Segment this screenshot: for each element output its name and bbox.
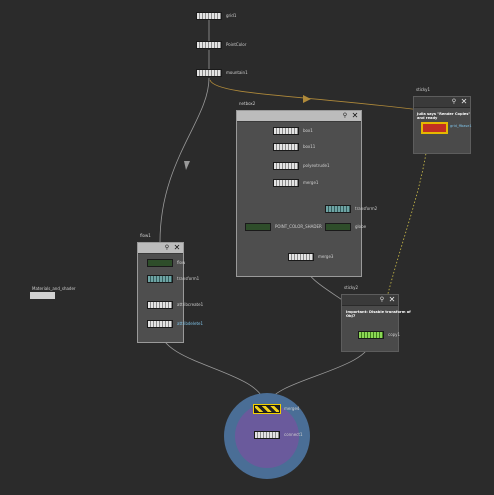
wire-dotted-tile-copy (377, 139, 429, 334)
pin-icon[interactable]: ⚲ (451, 98, 457, 105)
pin-icon[interactable]: ⚲ (164, 244, 170, 251)
flow-label: flow (177, 260, 186, 265)
materials-node[interactable] (30, 292, 55, 299)
flow1-titlebar[interactable]: ⚲ ✕ (138, 243, 183, 254)
grid-tile-node[interactable] (421, 122, 448, 134)
sticky1-text-line1: Julia says "Render Copies" (417, 112, 471, 116)
mountain-label: mountain1 (226, 70, 248, 75)
merge-label: merge1 (303, 180, 319, 185)
merge-node[interactable] (273, 179, 299, 187)
sticky2[interactable]: ⚲ ✕ (341, 294, 399, 352)
mountain-node[interactable] (196, 69, 222, 77)
copy-label: copy1 (388, 332, 401, 337)
netbox2-title: netbox2 (239, 101, 256, 106)
merge4-label: merge4 (284, 406, 300, 411)
wire-highlight-mountain-tile (209, 79, 421, 111)
attribdelete-label: attribdelete1 (177, 321, 204, 326)
transform-box-label: transform2 (355, 206, 378, 211)
grid-label: grid1 (226, 13, 237, 18)
merge4-node[interactable] (253, 404, 281, 414)
wire-arrow-mountain-flow (184, 161, 190, 170)
wire-arrow-highlight (303, 95, 311, 103)
sticky2-text-line1: Important: Disable transform of (346, 310, 411, 314)
point-color-shader-node[interactable] (245, 223, 271, 231)
close-icon[interactable]: ✕ (173, 243, 181, 252)
sticky2-title: sticky2 (344, 285, 359, 290)
globe-node[interactable] (325, 223, 351, 231)
transform-box-node[interactable] (325, 205, 351, 213)
flow1-title: flow1 (140, 233, 151, 238)
connect-label: connect1 (284, 432, 303, 437)
copy-node[interactable] (358, 331, 384, 339)
close-icon[interactable]: ✕ (351, 111, 359, 120)
sticky1-text-line2: and ready (417, 116, 438, 120)
sticky1-title: sticky1 (416, 87, 431, 92)
netbox2[interactable]: ⚲ ✕ (236, 110, 362, 277)
grid-tile-label: grid_ffbase1 (450, 124, 472, 128)
merge3-node[interactable] (288, 253, 314, 261)
box11-node[interactable] (273, 143, 299, 151)
attribdelete-node[interactable] (147, 320, 173, 328)
close-icon[interactable]: ✕ (388, 295, 396, 304)
box11-label: box11 (303, 144, 316, 149)
pin-icon[interactable]: ⚲ (342, 112, 348, 119)
polyextrude-node[interactable] (273, 162, 299, 170)
materials-label: Materials_and_shader (32, 286, 76, 291)
pin-icon[interactable]: ⚲ (379, 296, 385, 303)
globe-label: globe (355, 224, 367, 229)
flow-node[interactable] (147, 259, 173, 267)
pointcolor-label: PointColor (226, 42, 247, 47)
transform1-node[interactable] (147, 275, 173, 283)
transform1-label: transform1 (177, 276, 200, 281)
attribcreate-node[interactable] (147, 301, 173, 309)
close-icon[interactable]: ✕ (460, 97, 468, 106)
sticky2-titlebar[interactable]: ⚲ ✕ (342, 295, 398, 306)
point-color-shader-label: POINT_COLOR_SHADER (275, 224, 322, 229)
polyextrude-label: polyextrude1 (303, 163, 330, 168)
wire-mountain-flow (159, 77, 210, 243)
netbox2-titlebar[interactable]: ⚲ ✕ (237, 111, 361, 122)
merge3-label: merge3 (318, 254, 334, 259)
box-label: box1 (303, 128, 313, 133)
grid-node[interactable] (196, 12, 222, 20)
attribcreate-label: attribcreate1 (177, 302, 204, 307)
sticky2-text-line2: Obj7 (346, 314, 356, 318)
connect-node[interactable] (254, 431, 280, 439)
box-node[interactable] (273, 127, 299, 135)
sticky1-titlebar[interactable]: ⚲ ✕ (414, 97, 470, 108)
pointcolor-node[interactable] (196, 41, 222, 49)
